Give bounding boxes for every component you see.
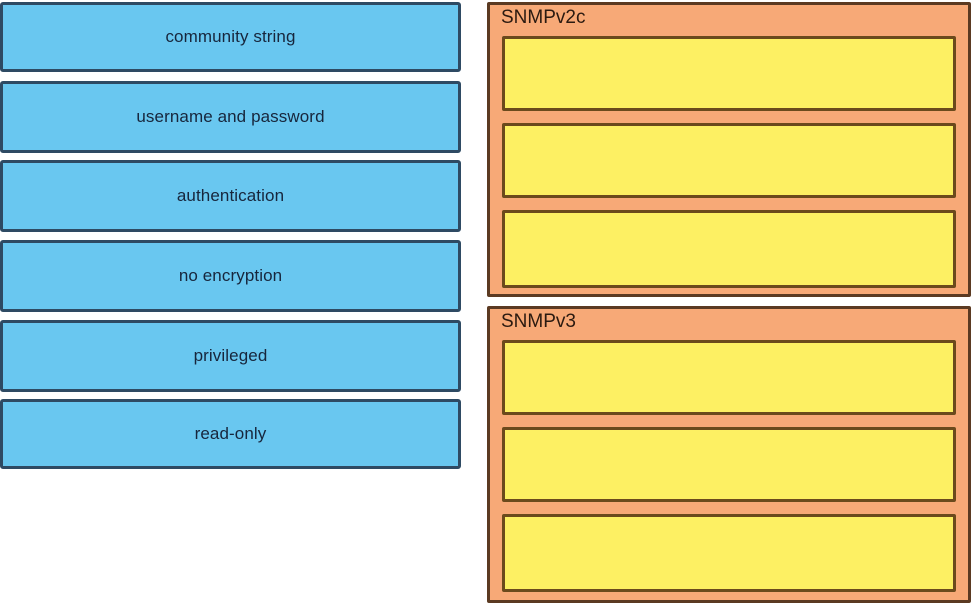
drag-item-label: authentication (176, 185, 285, 205)
drop-slot-snmpv2c-1[interactable] (502, 36, 956, 111)
drop-slot-snmpv3-1[interactable] (502, 340, 956, 415)
drop-slot-snmpv2c-2[interactable] (502, 123, 956, 198)
target-panel-snmpv3: SNMPv3 (487, 306, 971, 603)
panel-title-snmpv3: SNMPv3 (501, 311, 576, 332)
drop-slot-snmpv3-3[interactable] (502, 514, 956, 592)
drag-item-authentication[interactable]: authentication (0, 160, 461, 232)
target-panel-snmpv2c: SNMPv2c (487, 2, 971, 297)
drag-item-bank: community string username and password a… (0, 0, 461, 603)
drag-item-username-and-password[interactable]: username and password (0, 81, 461, 153)
drag-item-label: privileged (193, 345, 268, 365)
drag-item-community-string[interactable]: community string (0, 2, 461, 72)
drag-item-label: community string (165, 26, 296, 46)
drag-item-privileged[interactable]: privileged (0, 320, 461, 392)
drop-slot-snmpv2c-3[interactable] (502, 210, 956, 288)
drag-item-label: read-only (194, 423, 267, 443)
drag-item-read-only[interactable]: read-only (0, 399, 461, 469)
drop-slot-snmpv3-2[interactable] (502, 427, 956, 502)
panel-title-snmpv2c: SNMPv2c (501, 7, 586, 28)
drag-item-no-encryption[interactable]: no encryption (0, 240, 461, 312)
drag-item-label: no encryption (178, 265, 283, 285)
drag-item-label: username and password (136, 106, 325, 126)
